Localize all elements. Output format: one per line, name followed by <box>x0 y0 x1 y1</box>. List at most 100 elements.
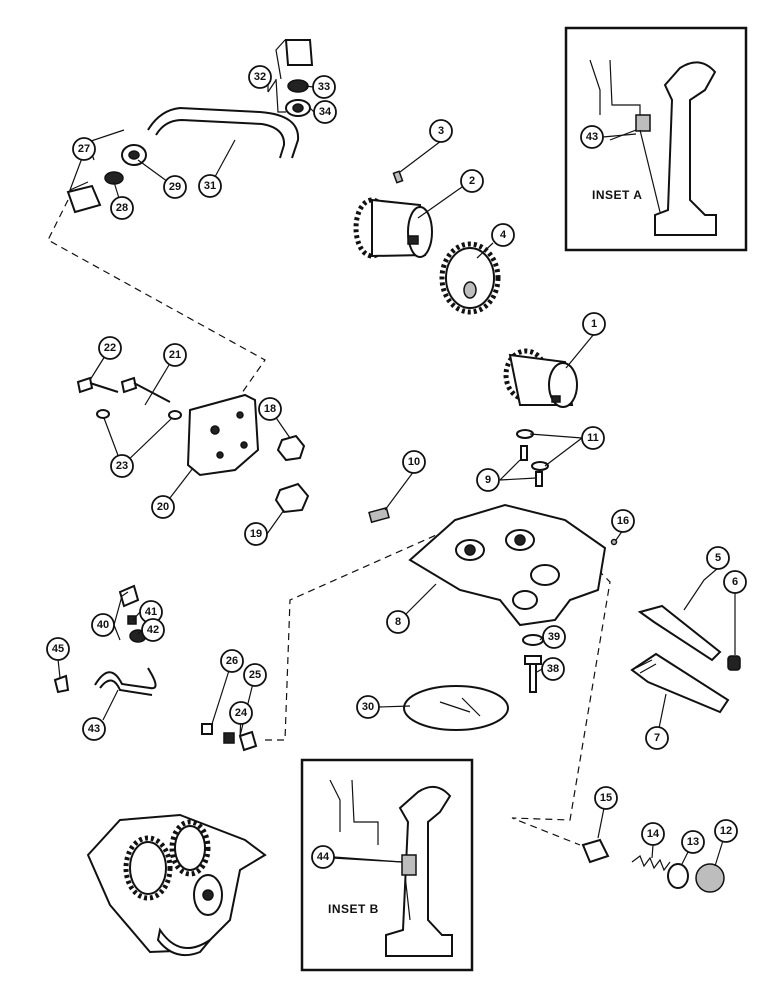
screen-30 <box>403 685 509 731</box>
fitting-27 <box>66 144 147 214</box>
bolt-22 <box>76 376 119 394</box>
washer-11b <box>531 461 549 471</box>
rotor-18 <box>276 434 306 462</box>
callout-12: 12 <box>714 819 738 843</box>
callout-20: 20 <box>151 495 175 519</box>
callout-24: 24 <box>229 701 253 725</box>
svg-text:25: 25 <box>249 669 261 681</box>
callout-3: 3 <box>429 119 453 143</box>
pump-body-8 <box>408 503 607 627</box>
assembly-line-fitting <box>265 519 471 741</box>
callout-45: 45 <box>46 637 70 661</box>
svg-text:39: 39 <box>548 631 560 643</box>
svg-text:7: 7 <box>654 732 660 744</box>
callout-9: 9 <box>476 468 500 492</box>
callout-21: 21 <box>163 343 187 367</box>
callout-13: 13 <box>681 830 705 854</box>
gasket-13 <box>667 863 689 889</box>
svg-text:38: 38 <box>547 663 559 675</box>
callout-28: 28 <box>110 196 134 220</box>
shaft-5 <box>637 604 722 662</box>
callout-25: 25 <box>243 663 267 687</box>
svg-text:3: 3 <box>438 125 444 137</box>
callout-7: 7 <box>645 726 669 750</box>
cover-20 <box>186 393 260 477</box>
svg-text:31: 31 <box>204 180 216 192</box>
inset-b-title: INSET B <box>328 902 379 916</box>
svg-text:28: 28 <box>116 202 128 214</box>
gear-1 <box>503 348 578 408</box>
callout-41: 41 <box>139 600 163 624</box>
callout-32: 32 <box>248 65 272 89</box>
svg-text:9: 9 <box>485 474 491 486</box>
callout-2: 2 <box>460 169 484 193</box>
assembly-line-relief-valve <box>511 569 611 846</box>
callout-43: 43 <box>82 717 106 741</box>
svg-text:22: 22 <box>104 342 116 354</box>
svg-text:20: 20 <box>157 501 169 513</box>
svg-text:45: 45 <box>52 643 64 655</box>
spring-14 <box>631 855 671 872</box>
callout-22: 22 <box>98 336 122 360</box>
callout-33: 33 <box>312 75 336 99</box>
callout-16: 16 <box>611 509 635 533</box>
svg-text:40: 40 <box>97 619 109 631</box>
svg-text:6: 6 <box>732 576 738 588</box>
callout-23: 23 <box>110 454 134 478</box>
fitting-32 <box>284 39 314 117</box>
svg-text:42: 42 <box>147 624 159 636</box>
svg-text:23: 23 <box>116 460 128 472</box>
callout-11: 11 <box>581 426 605 450</box>
plug-12 <box>695 863 725 893</box>
svg-text:5: 5 <box>715 552 721 564</box>
dowel-9a <box>520 445 528 461</box>
svg-text:43: 43 <box>88 723 100 735</box>
clip-45 <box>53 674 70 694</box>
svg-text:33: 33 <box>318 81 330 93</box>
svg-text:12: 12 <box>720 825 732 837</box>
fitting-40 <box>118 584 147 643</box>
callout-27: 27 <box>72 137 96 161</box>
oil-tube-43 <box>94 667 157 696</box>
svg-text:15: 15 <box>600 792 612 804</box>
callout-15: 15 <box>594 786 618 810</box>
svg-text:44: 44 <box>317 851 330 863</box>
svg-text:18: 18 <box>264 403 276 415</box>
callout-38: 38 <box>541 657 565 681</box>
svg-text:2: 2 <box>469 175 475 187</box>
gear-4 <box>439 241 501 315</box>
bolt-38 <box>524 655 542 693</box>
svg-text:43: 43 <box>586 131 598 143</box>
svg-text:41: 41 <box>145 606 157 618</box>
oil-tube-31 <box>147 106 300 159</box>
sleeve-6 <box>727 655 741 671</box>
svg-text:26: 26 <box>226 655 238 667</box>
shaft-7 <box>630 652 730 714</box>
inset-b: INSET B <box>300 758 474 972</box>
callout-8: 8 <box>386 610 410 634</box>
svg-text:14: 14 <box>647 828 660 840</box>
fitting-24 <box>201 723 258 752</box>
pin-10 <box>368 506 390 524</box>
callout-26: 26 <box>220 649 244 673</box>
callout-10: 10 <box>402 450 426 474</box>
svg-text:4: 4 <box>500 229 507 241</box>
svg-text:10: 10 <box>408 456 420 468</box>
callout-30: 30 <box>356 695 380 719</box>
callout-42: 42 <box>141 618 165 642</box>
svg-text:1: 1 <box>591 318 597 330</box>
assembled-pump <box>86 813 267 956</box>
svg-text:21: 21 <box>169 349 181 361</box>
callout-1: 1 <box>582 312 606 336</box>
callout-43-inset-a: 43 <box>580 125 604 149</box>
rotor-19 <box>274 482 310 514</box>
svg-text:24: 24 <box>235 707 248 719</box>
callout-5: 5 <box>706 546 730 570</box>
washer-23a <box>96 409 110 419</box>
key-3 <box>392 170 404 184</box>
svg-text:34: 34 <box>319 106 332 118</box>
assembly-line-oil-line <box>47 199 266 411</box>
svg-text:29: 29 <box>169 181 181 193</box>
callout-29: 29 <box>163 175 187 199</box>
